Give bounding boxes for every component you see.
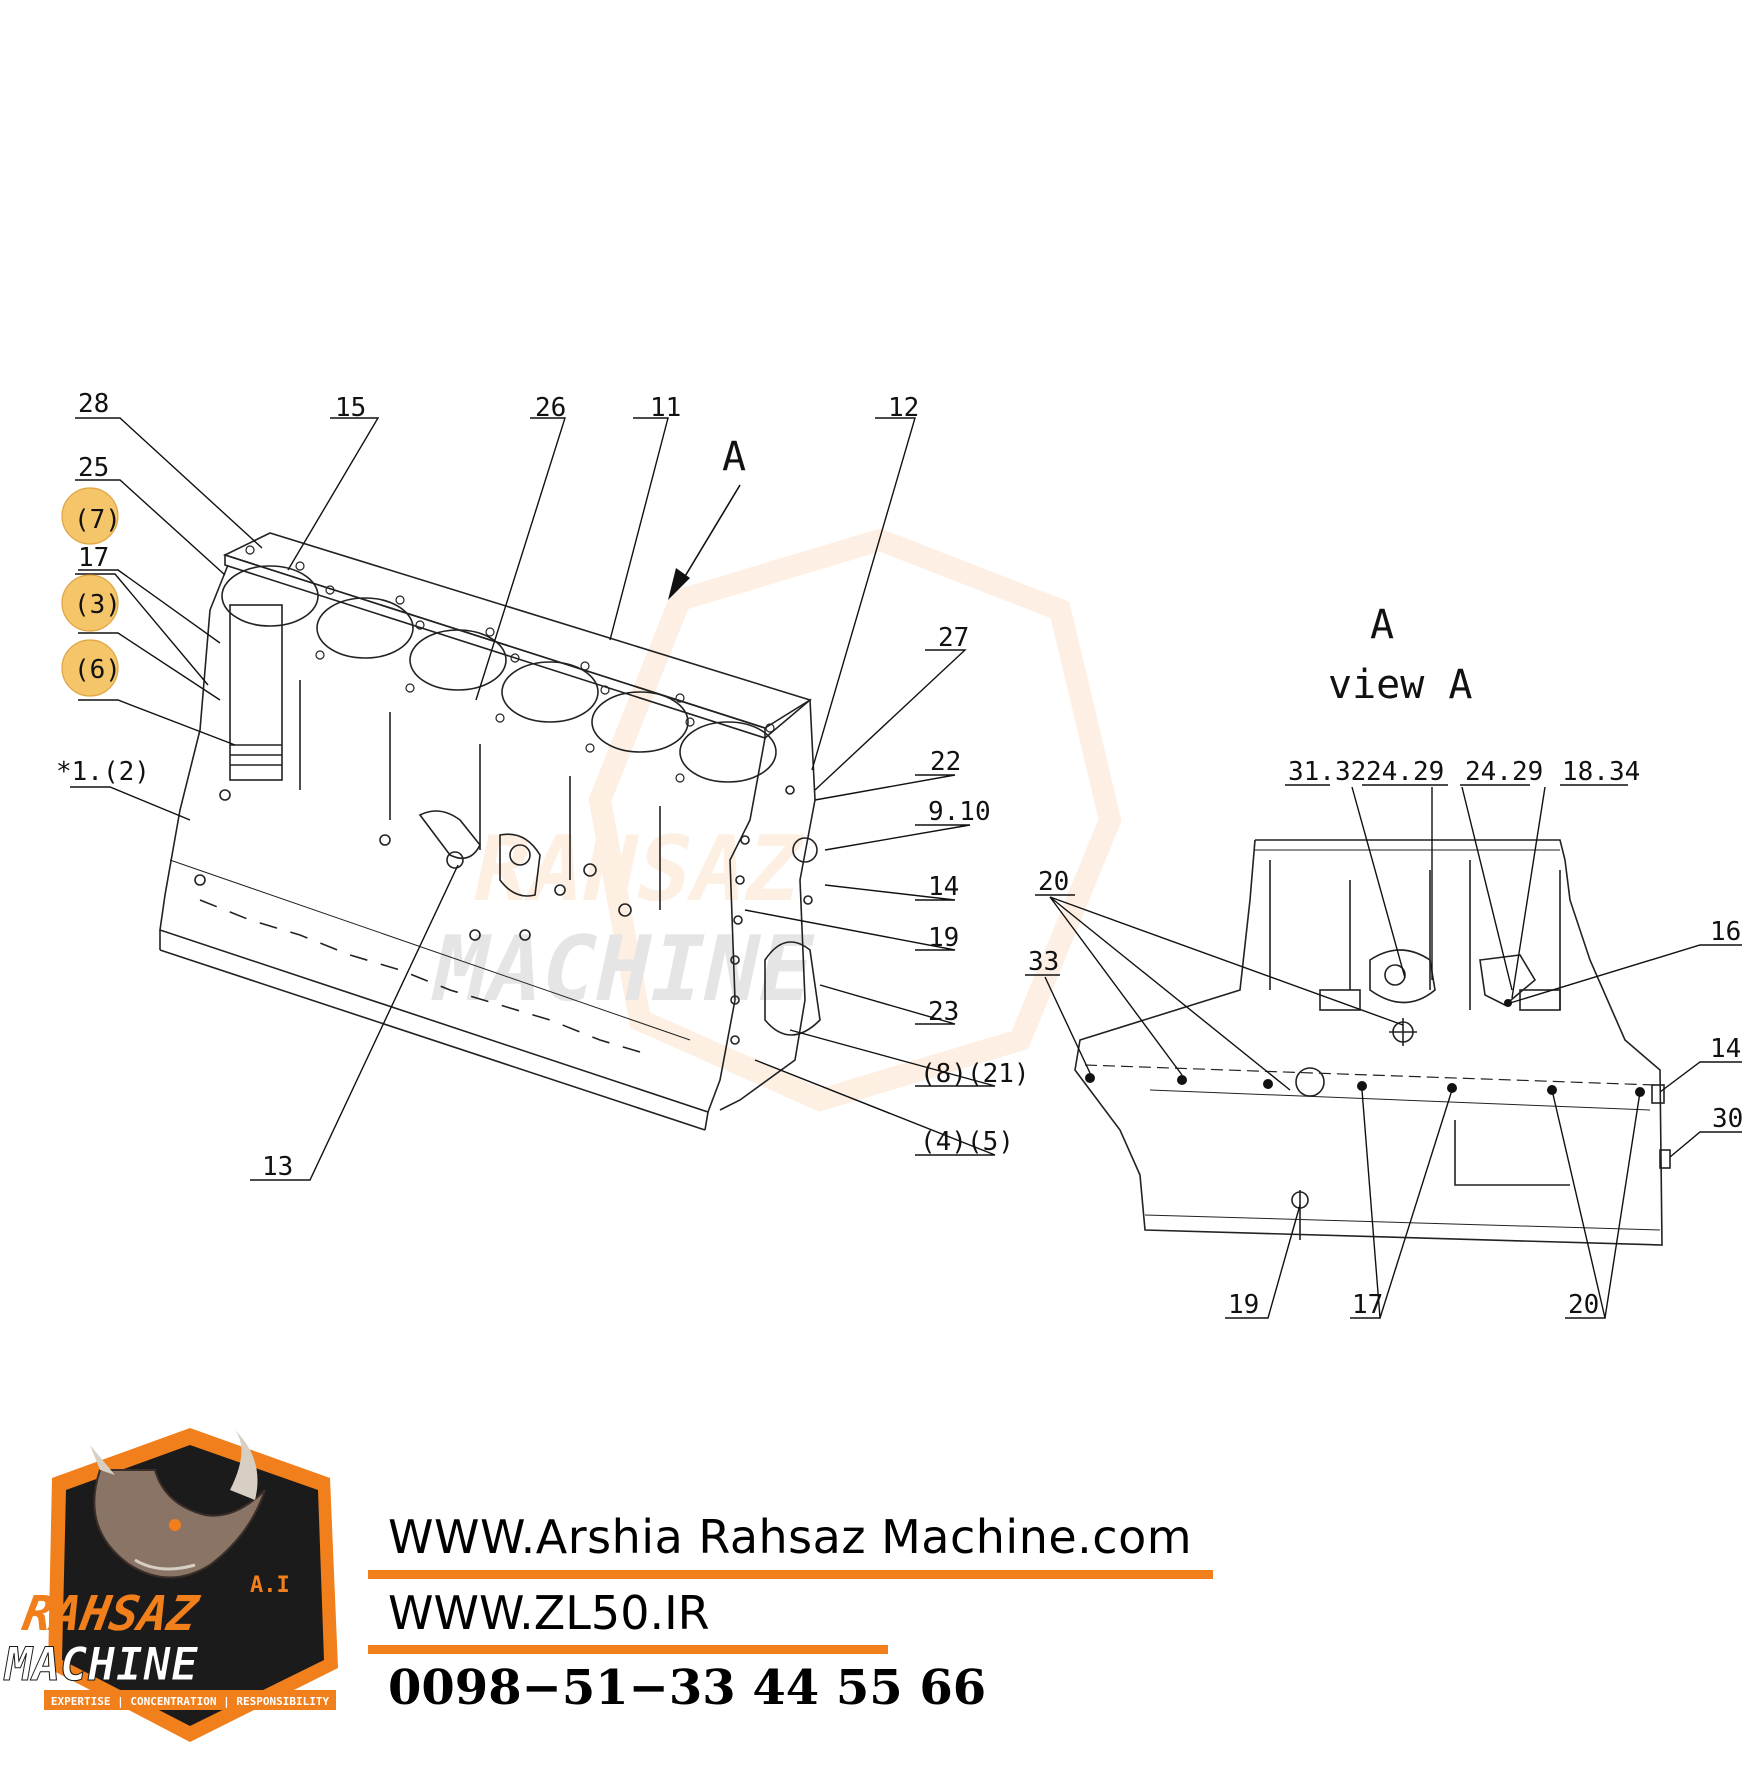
callout-28: 28 — [78, 389, 109, 419]
callout-16: 16 — [1710, 917, 1741, 947]
logo-tagline: EXPERTISE | CONCENTRATION | RESPONSIBILI… — [51, 1695, 330, 1708]
callout-4-5: (4)(5) — [920, 1127, 1014, 1157]
callout-7: (7) — [74, 505, 121, 535]
callout-24-29-b: 24.29 — [1465, 757, 1543, 787]
view-arrow-label: A — [722, 434, 746, 480]
callout-19-left: 19 — [928, 923, 959, 953]
logo-line1: RAHSAZ — [18, 1586, 203, 1642]
callout-12: 12 — [888, 393, 919, 423]
accent-bar-1 — [368, 1570, 1213, 1579]
callout-23: 23 — [928, 997, 959, 1027]
callout-24-29-a: 24.29 — [1366, 757, 1444, 787]
callout-17-left: 17 — [78, 543, 109, 573]
callout-26: 26 — [535, 393, 566, 423]
callout-labels-left: 28 15 26 11 12 25 (7) 17 (3) (6) *1.(2) … — [56, 389, 1030, 1182]
callout-17-right: 17 — [1352, 1290, 1383, 1320]
callout-8-21: (8)(21) — [920, 1059, 1030, 1089]
callout-1-2: *1.(2) — [56, 757, 150, 787]
callout-25: 25 — [78, 453, 109, 483]
callout-14-right: 14 — [1710, 1034, 1741, 1064]
highlight-markers — [61, 487, 119, 697]
logo-top-text: A.I — [250, 1573, 290, 1598]
phone-number: 0098−51−33 44 55 66 — [388, 1660, 987, 1716]
website-primary: WWW.Arshia Rahsaz Machine.com — [388, 1510, 1193, 1564]
svg-text:MACHINE: MACHINE — [423, 918, 824, 1022]
view-letter: A — [1370, 602, 1394, 648]
callout-31-32: 31.32 — [1288, 757, 1366, 787]
leader-lines-left — [70, 417, 996, 1181]
accent-bar-2 — [368, 1645, 888, 1654]
view-caption: view A — [1328, 662, 1473, 708]
logo-line2: MACHINE — [0, 1637, 203, 1691]
callout-20-bottom: 20 — [1568, 1290, 1599, 1320]
callout-3: (3) — [74, 590, 121, 620]
callout-27: 27 — [938, 623, 969, 653]
view-a-drawing — [1074, 839, 1671, 1246]
company-logo: A.I RAHSAZ MACHINE EXPERTISE | CONCENTRA… — [0, 1428, 338, 1742]
callout-20-top: 20 — [1038, 867, 1069, 897]
callout-30: 30 — [1712, 1104, 1743, 1134]
website-secondary: WWW.ZL50.IR — [388, 1586, 710, 1640]
leader-lines-right — [1025, 784, 1742, 1319]
callout-22: 22 — [930, 747, 961, 777]
rhino-mascot-icon — [90, 1430, 266, 1579]
callout-19-right: 19 — [1228, 1290, 1259, 1320]
callout-15: 15 — [335, 393, 366, 423]
callout-labels-right: A view A 31.32 24.29 24.29 18.34 20 33 1… — [1028, 602, 1743, 1320]
svg-text:RAHSAZ: RAHSAZ — [464, 818, 811, 922]
callout-13: 13 — [262, 1152, 293, 1182]
view-arrow — [668, 484, 741, 600]
cylinder-block-drawing — [159, 532, 821, 1131]
callout-33: 33 — [1028, 947, 1059, 977]
callout-14-left: 14 — [928, 872, 959, 902]
watermark-logo: RAHSAZ MACHINE — [423, 528, 1122, 1112]
callout-9-10: 9.10 — [928, 797, 991, 827]
callout-11: 11 — [650, 393, 681, 423]
callout-18-34: 18.34 — [1562, 757, 1640, 787]
callout-6: (6) — [74, 655, 121, 685]
